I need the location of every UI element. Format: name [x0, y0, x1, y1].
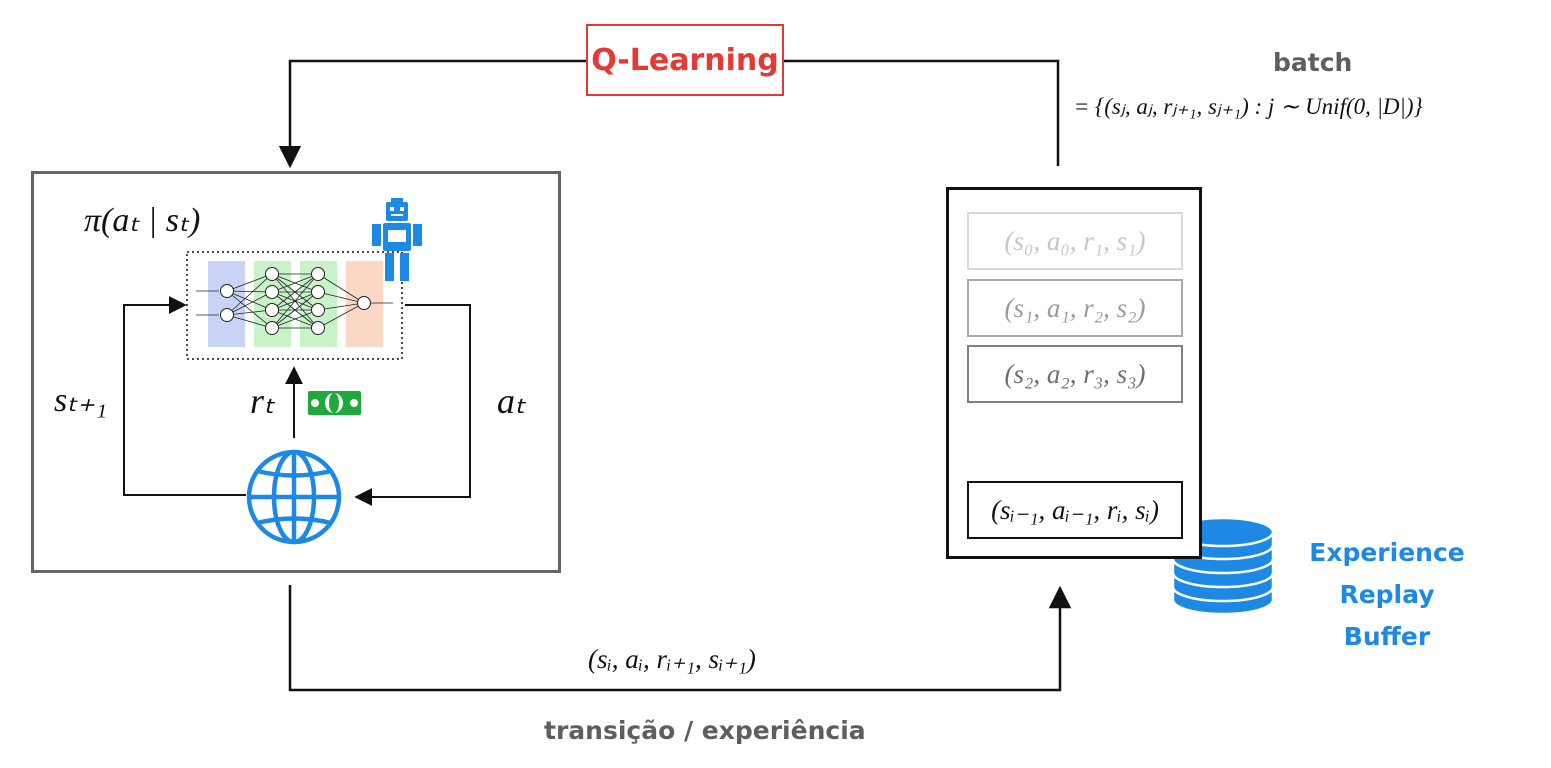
buffer-tuple-1: (s₁, a₁, r₂, s₂) [967, 279, 1183, 337]
replay-buffer-label-line-2: Replay Buffer [1292, 574, 1482, 658]
transition-tuple: (sᵢ, aᵢ, rᵢ₊₁, sᵢ₊₁) [588, 644, 756, 675]
action-label: aₜ [497, 380, 526, 422]
replay-buffer-label: Experience Replay Buffer [1292, 532, 1482, 658]
buffer-tuple-0: (s₀, a₀, r₁, s₁) [967, 212, 1183, 270]
batch-label: batch [1273, 48, 1352, 77]
reward-label: rₜ [250, 380, 275, 422]
buffer-tuple-2: (s₂, a₂, r₃, s₃) [967, 345, 1183, 403]
transition-label: transição / experiência [544, 716, 866, 745]
policy-label: π(aₜ | sₜ) [84, 200, 200, 240]
q-learning-box: Q-Learning [586, 24, 784, 96]
buffer-tuple-latest: (sᵢ₋₁, aᵢ₋₁, rᵢ, sᵢ) [967, 481, 1183, 539]
replay-buffer-label-line-1: Experience [1292, 532, 1482, 574]
batch-formula: 𝒝 = {(sⱼ, aⱼ, rⱼ₊₁, sⱼ₊₁) : j ∼ Unif(0, … [1068, 94, 1538, 120]
next-state-label: sₜ₊₁ [54, 380, 107, 420]
